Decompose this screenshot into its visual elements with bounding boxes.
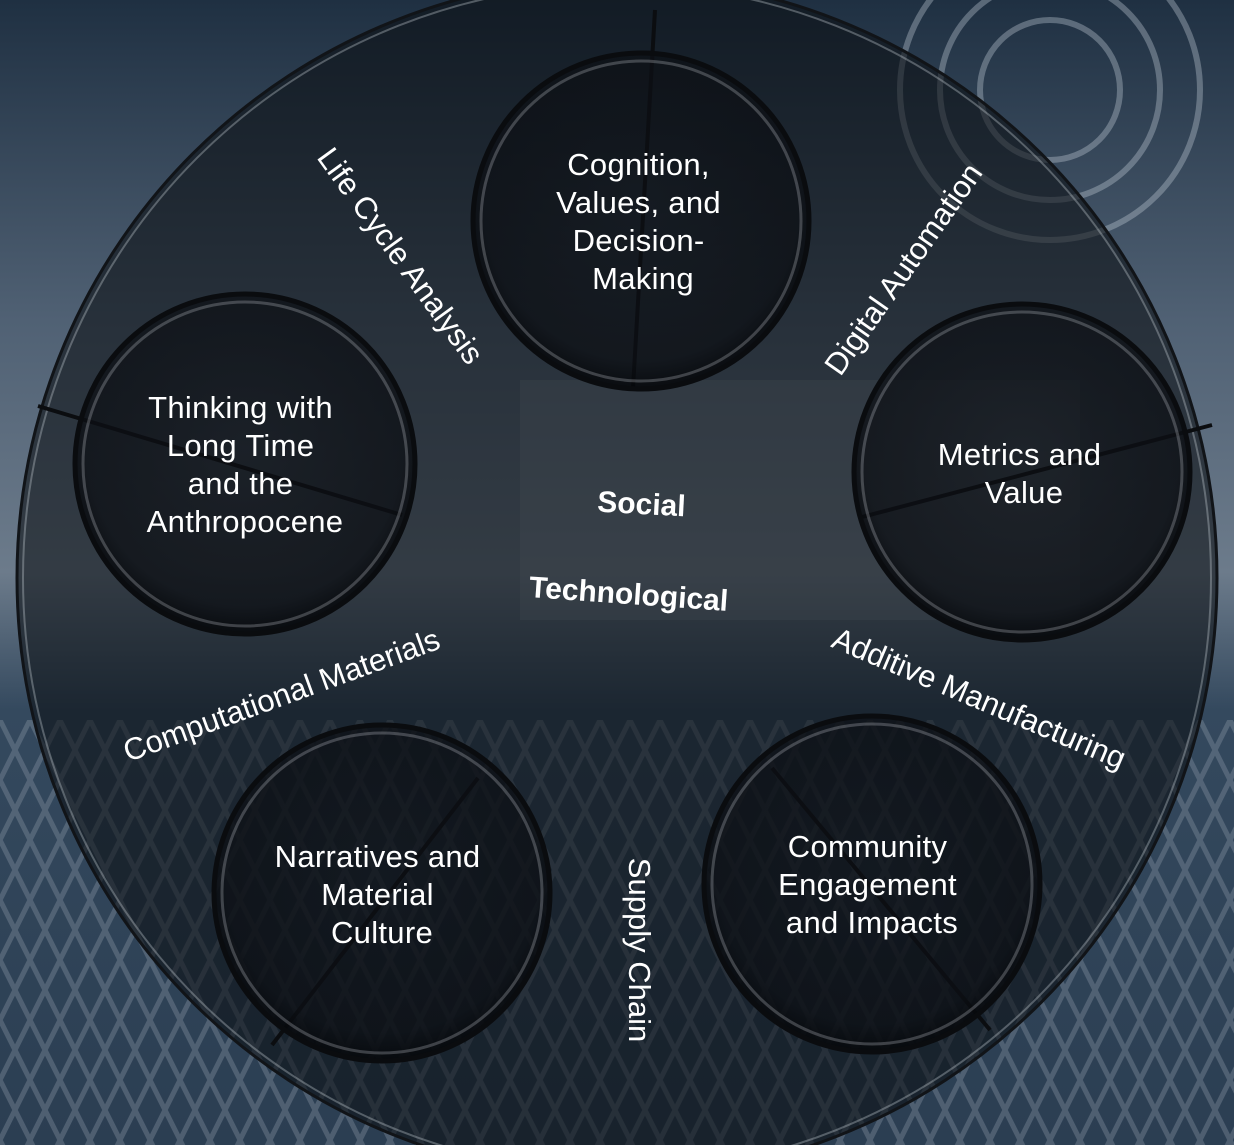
cognition-label: Cognition, Values, and Decision- Making (556, 147, 730, 296)
thinking-line-4: Anthropocene (147, 504, 344, 539)
thinking-line-1: Thinking with (148, 390, 333, 425)
cognition-line-3: Decision- (573, 223, 705, 258)
circle-cognition (470, 50, 812, 392)
thinking-line-3: and the (188, 466, 294, 501)
community-line-1: Community (788, 829, 948, 864)
community-line-2: Engagement (778, 867, 957, 902)
social-label: Social (597, 486, 687, 524)
circle-narratives (211, 722, 553, 1064)
outer-disk-rim (22, 0, 1212, 1145)
metrics-line-2: Value (985, 475, 1064, 510)
cognition-line-4: Making (592, 261, 694, 296)
circle-community (701, 713, 1043, 1055)
circle-metrics (851, 301, 1193, 643)
circle-thinking (72, 291, 418, 637)
narratives-line-2: Material (321, 877, 434, 912)
supply-chain-label: Supply Chain (622, 858, 657, 1042)
narratives-line-1: Narratives and (275, 839, 481, 874)
metrics-line-1: Metrics and (938, 437, 1102, 472)
cognition-line-1: Cognition, (567, 147, 710, 182)
narratives-line-3: Culture (331, 915, 433, 950)
thinking-line-2: Long Time (167, 428, 314, 463)
metrics-label: Metrics and Value (938, 437, 1110, 510)
cognition-line-2: Values, and (556, 185, 721, 220)
narratives-label: Narratives and Material Culture (275, 839, 490, 950)
thinking-label: Thinking with Long Time and the Anthropo… (147, 390, 344, 539)
community-line-3: and Impacts (786, 905, 958, 940)
community-label: Community Engagement and Impacts (778, 829, 966, 940)
